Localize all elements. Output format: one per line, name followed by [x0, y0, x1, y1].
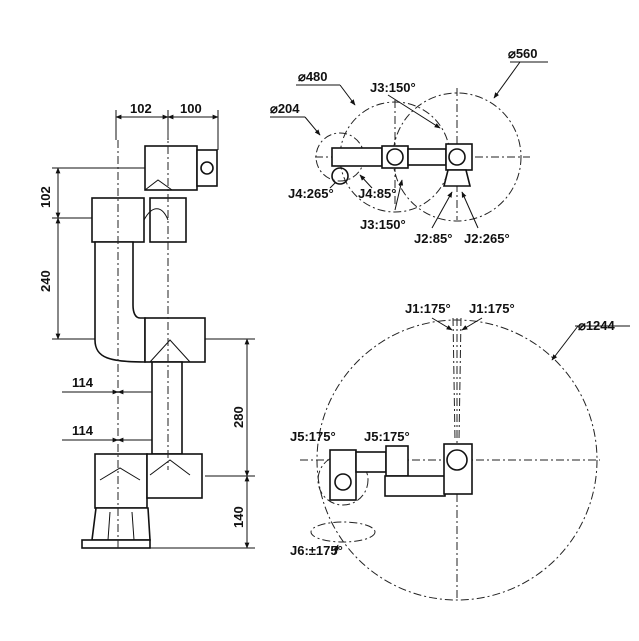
label-j1-right: J1:175°: [469, 301, 515, 316]
bottom-joint: [385, 445, 409, 477]
shoulder-block: [94, 453, 148, 509]
dim-114-upper: 114: [72, 375, 94, 390]
label-j3-lower: J3:150°: [360, 217, 406, 232]
elbow-block: [144, 317, 206, 363]
top-joint-j2: [445, 143, 473, 171]
base-pedestal: [91, 507, 151, 541]
dim-right-vertical: 280 140: [150, 338, 255, 549]
label-j5-left: J5:175°: [290, 429, 336, 444]
dim-offset-114: 114 114: [62, 375, 175, 443]
bottom-view: J1:175° J1:175° ⌀1244 J5:175° J5:175° J6…: [290, 301, 630, 601]
j6-rotation-ellipse: [310, 521, 376, 543]
bottom-link-left: [355, 451, 387, 473]
label-j1-left: J1:175°: [405, 301, 451, 316]
dim-left-vertical: 102 240: [38, 167, 148, 340]
base-plate: [81, 539, 151, 549]
label-dia-1244: ⌀1244: [578, 318, 616, 333]
upper-arm-tube: [94, 241, 146, 363]
label-j2-265: J2:265°: [464, 231, 510, 246]
bottom-link-right: [384, 475, 446, 497]
top-base: [442, 169, 472, 187]
bottom-wrist: [329, 449, 357, 501]
top-link-left: [331, 147, 383, 167]
dim-100-top: 100: [180, 101, 202, 116]
label-dia-480: ⌀480: [298, 69, 328, 84]
label-j5-right: J5:175°: [364, 429, 410, 444]
bottom-base-joint: [443, 443, 473, 495]
tool-flange: [196, 149, 218, 187]
top-link-right: [407, 148, 447, 166]
dim-114-lower: 114: [72, 423, 94, 438]
top-end-effector: [331, 167, 349, 185]
dim-102-top: 102: [130, 101, 152, 116]
label-j2-85: J2:85°: [414, 231, 452, 246]
dim-top-horizontal: 102 100: [115, 101, 219, 150]
label-j3-upper: J3:150°: [370, 80, 416, 95]
label-dia-204: ⌀204: [270, 101, 300, 116]
range-circle-560: [392, 92, 522, 222]
shoulder-side-block: [146, 453, 203, 499]
label-j4-265: J4:265°: [288, 186, 334, 201]
label-dia-560: ⌀560: [508, 46, 538, 61]
dim-280-vertical: 280: [231, 406, 246, 428]
dim-140-vertical: 140: [231, 506, 246, 528]
dim-102-vertical: 102: [38, 186, 53, 208]
flange-circle: [200, 161, 214, 175]
forearm-tube: [151, 361, 183, 455]
top-view: ⌀560 ⌀480 ⌀204 J3:150° J4:265° J4:85° J3…: [270, 46, 548, 246]
label-j4-85: J4:85°: [358, 186, 396, 201]
label-j6: J6:±175°: [290, 543, 343, 558]
dim-240-vertical: 240: [38, 270, 53, 292]
side-view: 102 100 102 240 280 140: [38, 101, 255, 549]
arm-body-side: [81, 130, 218, 549]
